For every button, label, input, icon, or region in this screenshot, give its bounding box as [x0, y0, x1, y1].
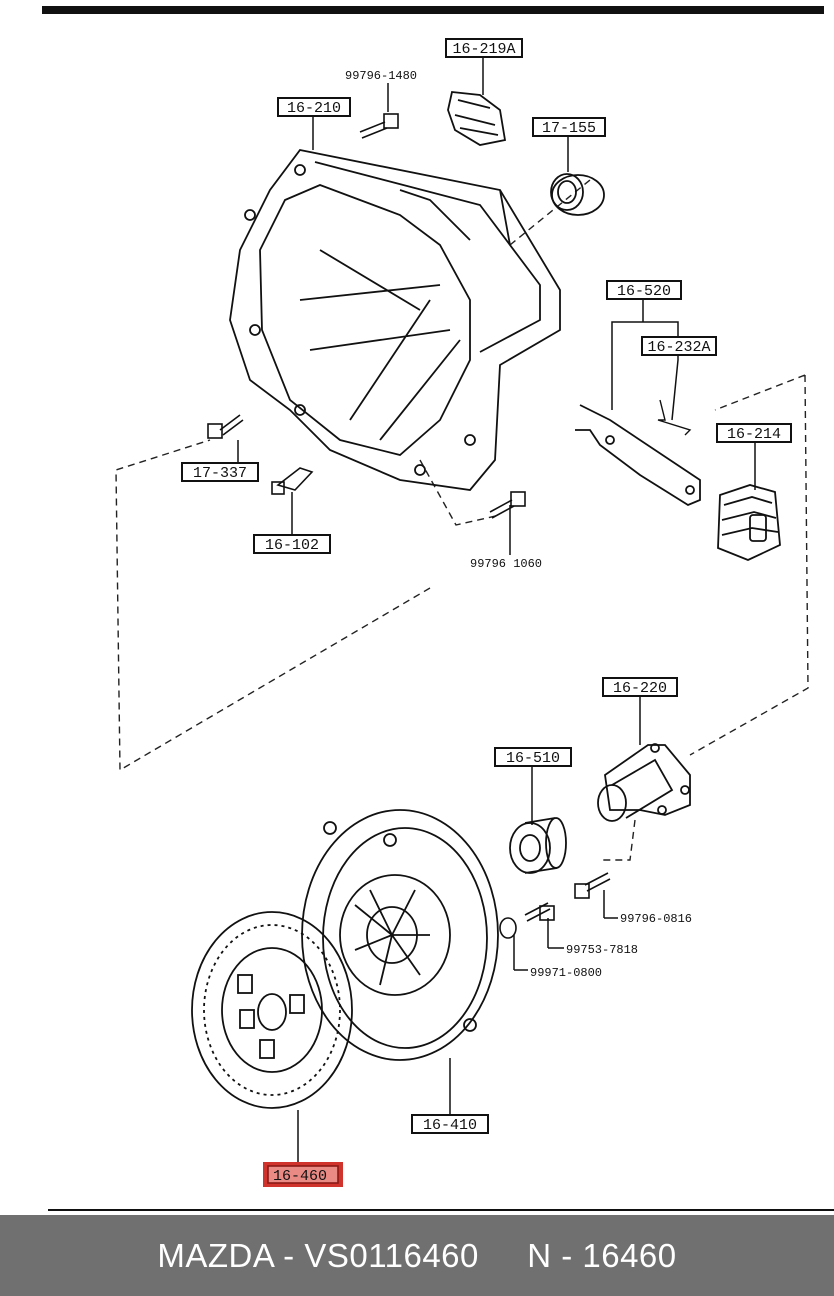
part-number-label: 99796-0816 — [620, 912, 692, 926]
pressure-plate — [301, 809, 499, 1061]
callout-16-232A: 16-232A — [641, 336, 717, 356]
callout-16-510: 16-510 — [494, 747, 572, 767]
part-number-label: 99796 1060 — [470, 557, 542, 571]
release-guide — [597, 743, 691, 822]
bolts — [207, 113, 611, 939]
fork-spring — [657, 399, 692, 436]
assembly-dashed-outline — [115, 179, 809, 861]
callout-label: 16-232A — [647, 339, 710, 356]
callout-label: 16-219A — [452, 41, 515, 58]
callout-label: 16-102 — [265, 537, 319, 554]
oil-seal — [550, 173, 605, 216]
callout-label: 16-510 — [506, 750, 560, 767]
part-number-label: 99971-0800 — [530, 966, 602, 980]
callout-label: 17-337 — [193, 465, 247, 482]
callout-label-highlighted: 16-460 — [273, 1168, 327, 1185]
parts-diagram: 16-219A 16-210 17-155 16-520 16-232A 16-… — [42, 6, 834, 1211]
callout-16-214: 16-214 — [716, 423, 792, 443]
release-fork — [575, 404, 701, 507]
callout-label: 16-220 — [613, 680, 667, 697]
callout-17-337: 17-337 — [181, 462, 259, 482]
leader-lines — [237, 57, 756, 1165]
top-border — [42, 6, 824, 14]
clutch-housing — [229, 149, 561, 491]
callout-label: 17-155 — [542, 120, 596, 137]
part-number-label: 99796-1480 — [345, 69, 417, 83]
clutch-disc — [191, 911, 353, 1109]
callout-16-210: 16-210 — [277, 97, 351, 117]
part-number-label: 99753-7818 — [566, 943, 638, 957]
callout-label: 16-410 — [423, 1117, 477, 1134]
callout-16-410: 16-410 — [411, 1114, 489, 1134]
callout-label: 16-214 — [727, 426, 781, 443]
callout-16-219A: 16-219A — [445, 38, 523, 58]
callout-16-460-highlighted[interactable]: 16-460 — [263, 1162, 343, 1187]
release-bearing — [509, 817, 567, 874]
footer-bar: MAZDA - VS0116460 N - 16460 — [0, 1215, 834, 1296]
callout-17-155: 17-155 — [532, 117, 606, 137]
callout-16-520: 16-520 — [606, 280, 682, 300]
callout-label: 16-210 — [287, 100, 341, 117]
callout-label: 16-520 — [617, 283, 671, 300]
footer-part-caption: MAZDA - VS0116460 N - 16460 — [157, 1236, 677, 1274]
dust-boot — [447, 91, 507, 146]
part-number-leaders — [514, 917, 618, 971]
callout-16-102: 16-102 — [253, 534, 331, 554]
callout-16-220: 16-220 — [602, 677, 678, 697]
fork-boot — [717, 484, 781, 561]
